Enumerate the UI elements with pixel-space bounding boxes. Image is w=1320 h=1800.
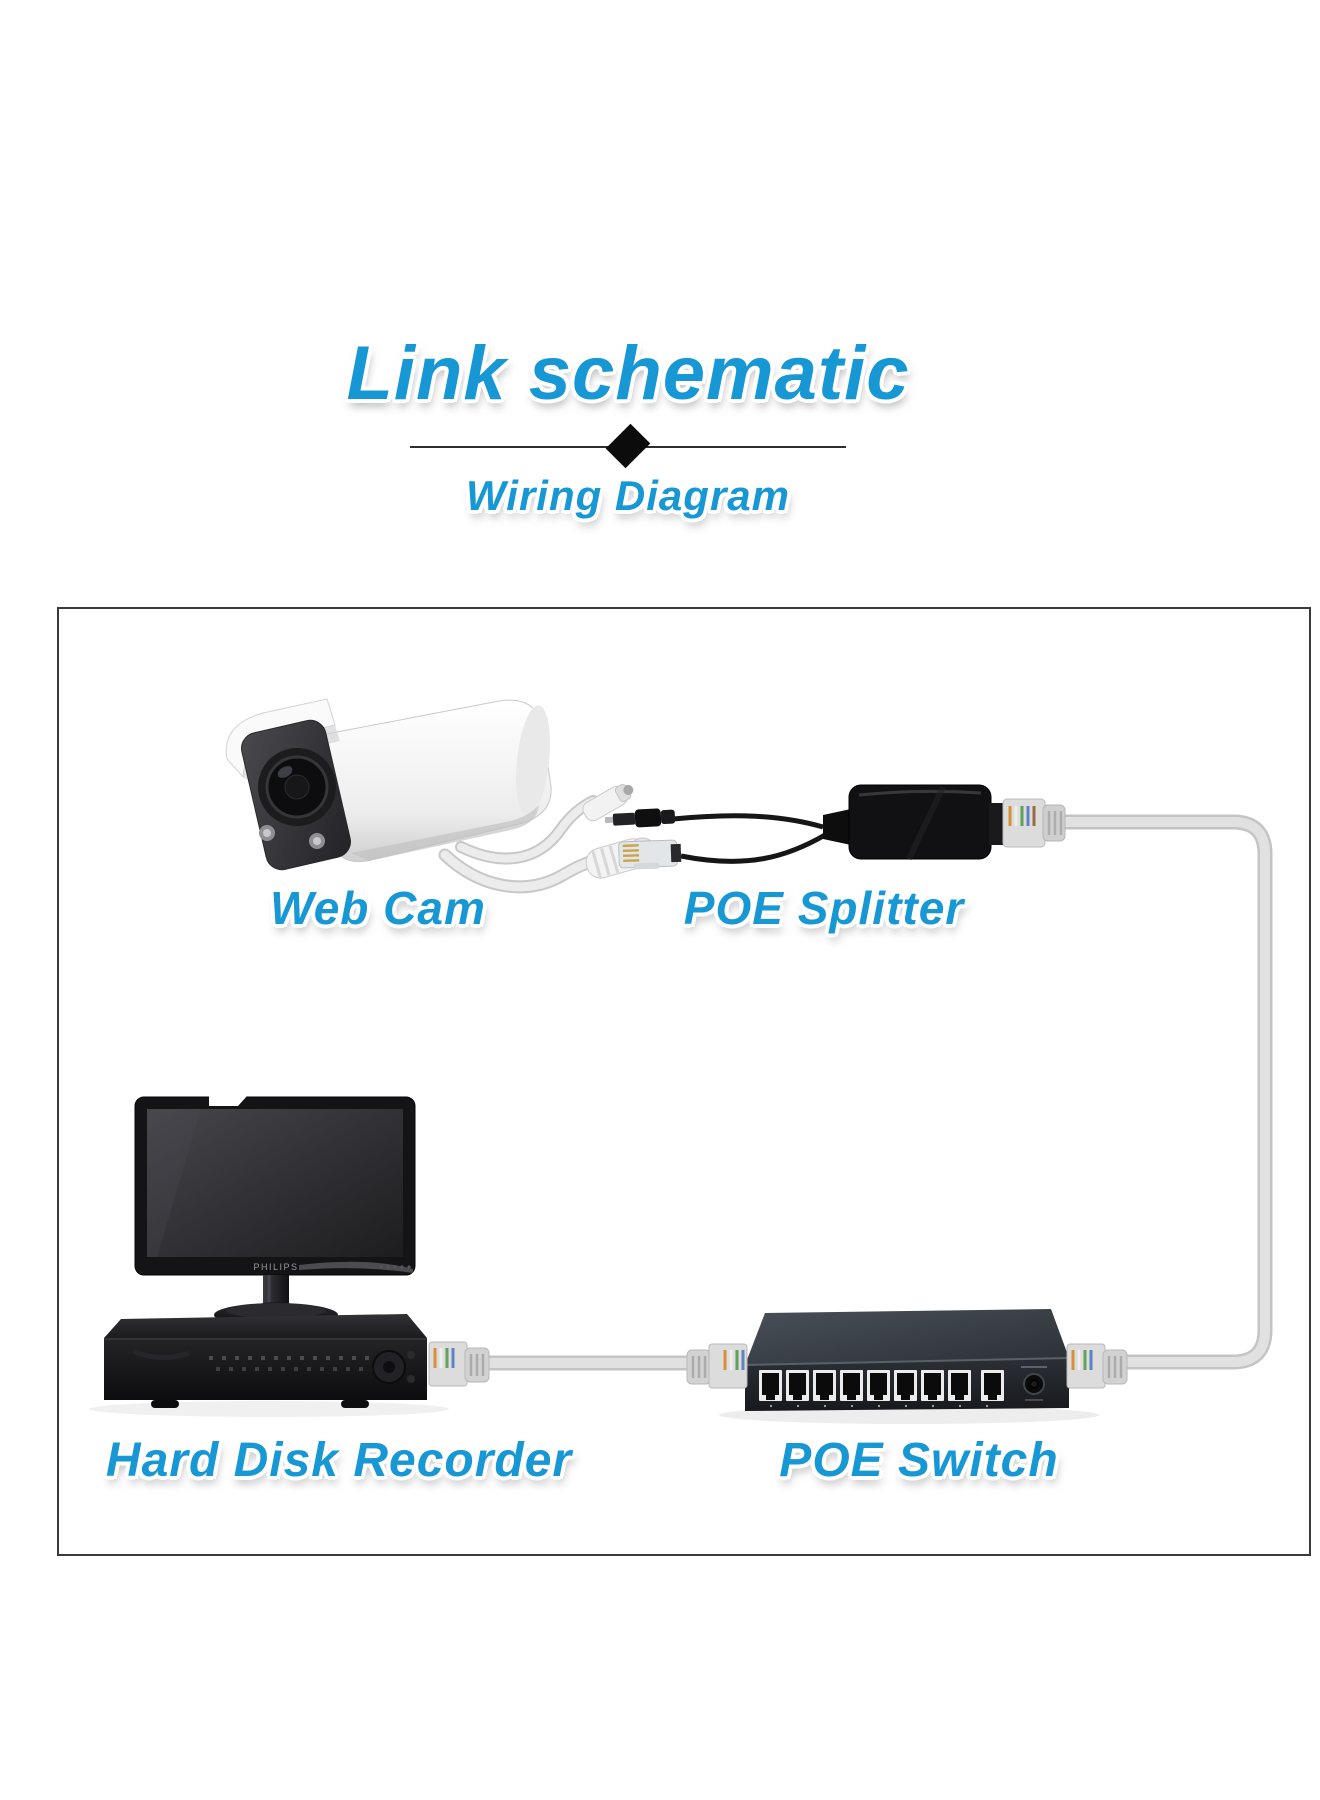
poe-splitter-image [604,784,1066,870]
title-divider [410,423,846,469]
recorder-rj45-plug [428,1341,490,1387]
splitter-rj45-plug [618,839,682,870]
poe-splitter-label: POE Splitter [683,882,965,934]
splitter-dc-plug [604,808,676,828]
page-subtitle: Wiring Diagram [466,472,790,519]
diagram-frame: PHILIPS [57,607,1311,1556]
switch-dc-jack [1021,1366,1047,1401]
monitor-brand-text: PHILIPS [253,1262,298,1272]
poe-switch-image [686,1309,1128,1424]
page-title: Link schematic [346,331,910,416]
monitor-image: PHILIPS [134,1096,416,1329]
diamond-icon [605,423,651,469]
webcam-image [225,698,657,894]
poe-switch-label: POE Switch [779,1434,1059,1487]
hard-disk-recorder-image [89,1314,490,1417]
switch-right-rj45-plug [1066,1343,1128,1389]
switch-ports [759,1370,1004,1407]
switch-left-rj45-plug [686,1343,748,1389]
diagram-canvas: PHILIPS [89,698,1273,1424]
ethernet-cable-splitter-to-switch [1053,814,1273,1370]
hard-disk-recorder-label: Hard Disk Recorder [105,1434,573,1487]
webcam-label: Web Cam [270,882,486,934]
camera-dc-female-connector [582,784,634,822]
